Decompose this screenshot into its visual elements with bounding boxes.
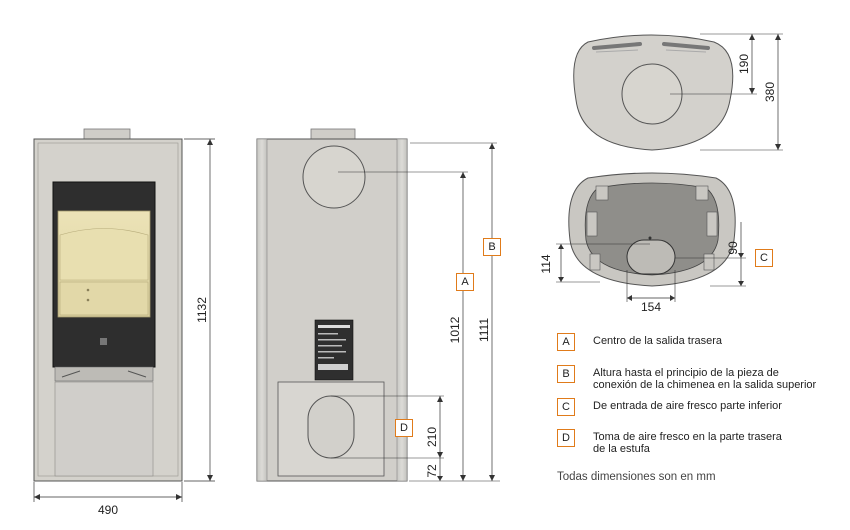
top-depth-2-dimension: 380 — [763, 82, 777, 102]
units-note: Todas dimensiones son en mm — [557, 471, 716, 483]
legend-item-d: D Toma de aire fresco en la parte traser… — [557, 429, 782, 455]
legend-item-c: C De entrada de aire fresco parte inferi… — [557, 398, 782, 416]
legend-key-d: D — [557, 429, 575, 447]
top-depth-1-dimension: 190 — [737, 54, 751, 74]
legend-key-b: B — [557, 365, 575, 383]
width-dimension: 490 — [98, 503, 118, 517]
legend-text-c: De entrada de aire fresco parte inferior — [593, 400, 782, 412]
rear-center-height-dimension: 1012 — [448, 316, 462, 343]
flue-height-dimension: 1111 — [477, 318, 491, 342]
total-height-dimension: 1132 — [195, 297, 209, 323]
legend-key-c: C — [557, 398, 575, 416]
callout-d: D — [395, 419, 413, 437]
callout-a: A — [456, 273, 474, 291]
legend-text-a: Centro de la salida trasera — [593, 335, 723, 347]
legend-item-a: A Centro de la salida trasera — [557, 333, 722, 351]
front-view: 490 1132 — [33, 128, 215, 517]
legend-item-b: B Altura hasta el principio de la pieza … — [557, 365, 816, 391]
callout-c: C — [755, 249, 773, 267]
legend-text-d: Toma de aire fresco en la parte trasera … — [593, 431, 782, 455]
legend-text-b: Altura hasta el principio de la pieza de… — [593, 367, 817, 391]
bottom-width-dimension: 154 — [641, 300, 661, 314]
top-view: 190 380 — [573, 33, 783, 151]
lower-air-dimension: 210 — [425, 427, 439, 447]
bottom-side-dimension: 114 — [539, 254, 553, 273]
bottom-view: 114 90 154 — [539, 172, 746, 314]
lower-offset-dimension: 72 — [425, 464, 439, 478]
callout-b: B — [483, 238, 501, 256]
rear-view: 1012 1111 210 72 — [256, 128, 500, 482]
legend-key-a: A — [557, 333, 575, 351]
bottom-inner-dimension: 90 — [726, 241, 740, 255]
